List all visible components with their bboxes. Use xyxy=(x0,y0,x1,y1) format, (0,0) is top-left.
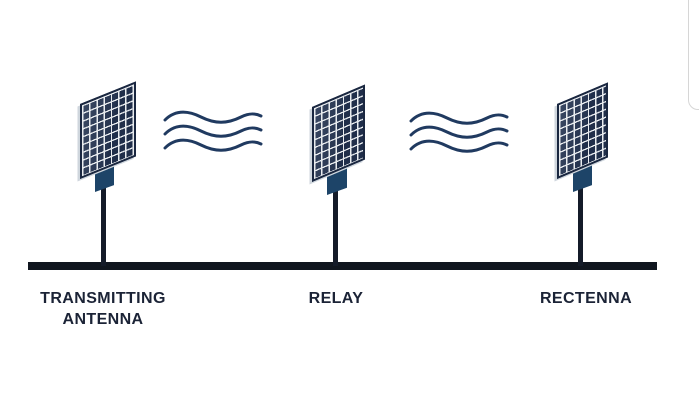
transmitting-antenna-label-line1: TRANSMITTING xyxy=(40,290,166,307)
antenna-pole xyxy=(333,172,338,266)
antenna-panel-icon xyxy=(557,82,608,179)
radio-waves-icon xyxy=(407,108,511,156)
transmitting-antenna-label: TRANSMITTING ANTENNA xyxy=(20,288,186,330)
relay-label: RELAY xyxy=(308,290,364,307)
antenna-pole xyxy=(578,170,583,266)
transmitting-antenna-label-line2: ANTENNA xyxy=(62,311,144,328)
antenna-panel-icon xyxy=(80,81,136,179)
antenna-panel-icon xyxy=(312,84,365,182)
ground-line xyxy=(28,262,657,270)
radio-waves-icon xyxy=(163,107,263,155)
rectenna-label: RECTENNA xyxy=(539,290,633,307)
antenna-pole xyxy=(101,170,106,266)
scrollbar-thumb[interactable] xyxy=(688,0,699,110)
